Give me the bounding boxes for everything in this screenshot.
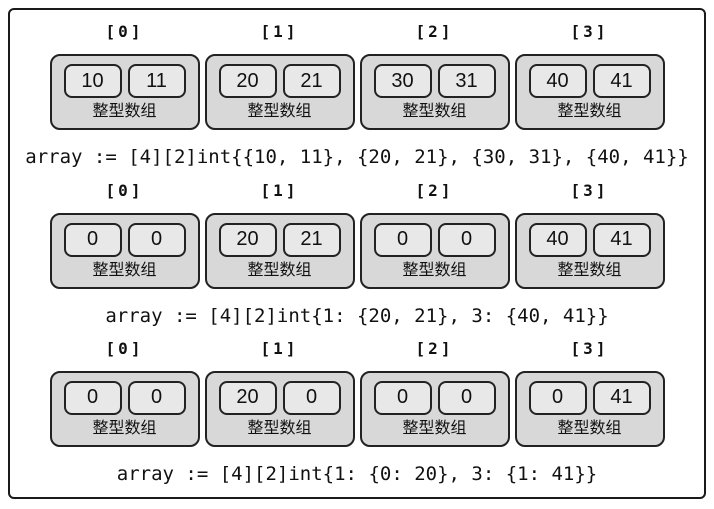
diagram-frame: [0] 10 11 整型数组 [1] 20 21 整型数组 [8, 8, 706, 499]
array-type-label: 整型数组 [557, 419, 622, 437]
cell-pair: 0 0 [63, 222, 186, 257]
array-type-label: 整型数组 [92, 261, 157, 279]
array-box: 30 31 整型数组 [359, 54, 510, 131]
index-label: [1] [260, 338, 299, 358]
array-cell: 0 [282, 380, 341, 415]
index-label: [3] [570, 338, 609, 358]
cell-pair: 20 21 [218, 64, 341, 99]
array-type-label: 整型数组 [402, 261, 467, 279]
array-cell: 0 [127, 380, 186, 415]
array-column: [2] 30 31 整型数组 [359, 22, 510, 131]
array-type-label: 整型数组 [557, 103, 622, 121]
index-label: [2] [415, 338, 454, 358]
array-column: [2] 0 0 整型数组 [359, 338, 510, 447]
index-label: [3] [570, 180, 609, 200]
cell-pair: 40 41 [528, 64, 651, 99]
array-box: 10 11 整型数组 [49, 54, 200, 131]
array-cell: 21 [282, 222, 341, 257]
array-cell: 0 [127, 222, 186, 257]
array-cell: 0 [528, 380, 587, 415]
index-label: [1] [260, 22, 299, 42]
array-cell: 21 [282, 64, 341, 99]
array-column: [0] 0 0 整型数组 [49, 180, 200, 289]
array-cell: 0 [373, 222, 432, 257]
array-box: 40 41 整型数组 [514, 212, 665, 289]
code-line: array := [4][2]int{{10, 11}, {20, 21}, {… [25, 146, 689, 169]
array-cell: 20 [218, 222, 277, 257]
array-cell: 10 [63, 64, 122, 99]
array-row: [0] 10 11 整型数组 [1] 20 21 整型数组 [49, 22, 665, 131]
cell-pair: 10 11 [63, 64, 186, 99]
array-column: [3] 0 41 整型数组 [514, 338, 665, 447]
cell-pair: 30 31 [373, 64, 496, 99]
array-column: [0] 0 0 整型数组 [49, 338, 200, 447]
array-cell: 0 [437, 222, 496, 257]
section-full-init: [0] 10 11 整型数组 [1] 20 21 整型数组 [25, 22, 688, 168]
array-column: [0] 10 11 整型数组 [49, 22, 200, 131]
code-line: array := [4][2]int{1: {20, 21}, 3: {40, … [105, 304, 609, 327]
array-type-label: 整型数组 [92, 419, 157, 437]
array-type-label: 整型数组 [402, 103, 467, 121]
array-type-label: 整型数组 [557, 261, 622, 279]
array-box: 0 0 整型数组 [359, 370, 510, 447]
array-cell: 41 [592, 64, 651, 99]
array-type-label: 整型数组 [247, 419, 312, 437]
array-cell: 40 [528, 64, 587, 99]
index-label: [1] [260, 180, 299, 200]
index-label: [0] [105, 180, 144, 200]
code-line: array := [4][2]int{1: {0: 20}, 3: {1: 41… [116, 462, 598, 485]
array-type-label: 整型数组 [247, 261, 312, 279]
array-box: 20 21 整型数组 [204, 212, 355, 289]
section-indexed-init: [0] 0 0 整型数组 [1] 20 21 整型数组 [49, 180, 665, 327]
array-box: 0 41 整型数组 [514, 370, 665, 447]
array-cell: 11 [127, 64, 186, 99]
array-cell: 0 [437, 380, 496, 415]
array-cell: 20 [218, 380, 277, 415]
array-cell: 0 [373, 380, 432, 415]
array-cell: 41 [592, 222, 651, 257]
cell-pair: 0 0 [63, 380, 186, 415]
array-column: [2] 0 0 整型数组 [359, 180, 510, 289]
array-cell: 40 [528, 222, 587, 257]
cell-pair: 20 0 [218, 380, 341, 415]
cell-pair: 20 21 [218, 222, 341, 257]
index-label: [3] [570, 22, 609, 42]
array-column: [1] 20 21 整型数组 [204, 180, 355, 289]
array-type-label: 整型数组 [247, 103, 312, 121]
cell-pair: 0 0 [373, 380, 496, 415]
array-cell: 30 [373, 64, 432, 99]
section-sparse-init: [0] 0 0 整型数组 [1] 20 0 整型数组 [49, 338, 665, 485]
array-cell: 20 [218, 64, 277, 99]
cell-pair: 0 41 [528, 380, 651, 415]
array-box: 20 21 整型数组 [204, 54, 355, 131]
array-box: 40 41 整型数组 [514, 54, 665, 131]
array-column: [3] 40 41 整型数组 [514, 22, 665, 131]
array-cell: 0 [63, 380, 122, 415]
array-row: [0] 0 0 整型数组 [1] 20 21 整型数组 [49, 180, 665, 289]
array-type-label: 整型数组 [402, 419, 467, 437]
index-label: [2] [415, 22, 454, 42]
cell-pair: 0 0 [373, 222, 496, 257]
array-box: 0 0 整型数组 [49, 370, 200, 447]
array-cell: 0 [63, 222, 122, 257]
array-cell: 31 [437, 64, 496, 99]
array-box: 0 0 整型数组 [359, 212, 510, 289]
index-label: [0] [105, 338, 144, 358]
index-label: [0] [105, 22, 144, 42]
array-column: [3] 40 41 整型数组 [514, 180, 665, 289]
array-column: [1] 20 21 整型数组 [204, 22, 355, 131]
array-box: 20 0 整型数组 [204, 370, 355, 447]
array-cell: 41 [592, 380, 651, 415]
array-row: [0] 0 0 整型数组 [1] 20 0 整型数组 [49, 338, 665, 447]
index-label: [2] [415, 180, 454, 200]
array-box: 0 0 整型数组 [49, 212, 200, 289]
cell-pair: 40 41 [528, 222, 651, 257]
array-column: [1] 20 0 整型数组 [204, 338, 355, 447]
array-type-label: 整型数组 [92, 103, 157, 121]
